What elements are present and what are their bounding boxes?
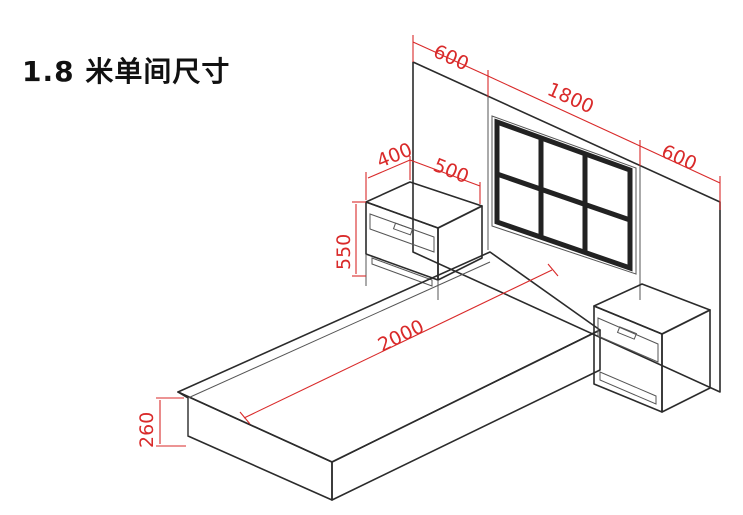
dim-label-550: 550: [333, 234, 355, 270]
dim-label-400: 400: [374, 139, 416, 173]
dimension-lines: [156, 35, 721, 447]
dim-label-2000: 2000: [375, 316, 428, 357]
headboard-wall: [412, 61, 721, 393]
right-nightstand: [593, 283, 711, 413]
dim-label-1800: 1800: [544, 78, 597, 118]
page-title: 1.8 米单间尺寸: [22, 55, 231, 88]
left-nightstand: [365, 181, 483, 300]
dim-label-600-left: 600: [430, 40, 472, 75]
dim-label-600-right: 600: [658, 140, 700, 175]
dim-label-500: 500: [430, 154, 472, 188]
bed-platform: [177, 251, 601, 501]
dim-label-260: 260: [136, 412, 158, 448]
headboard-panel: [491, 115, 637, 275]
